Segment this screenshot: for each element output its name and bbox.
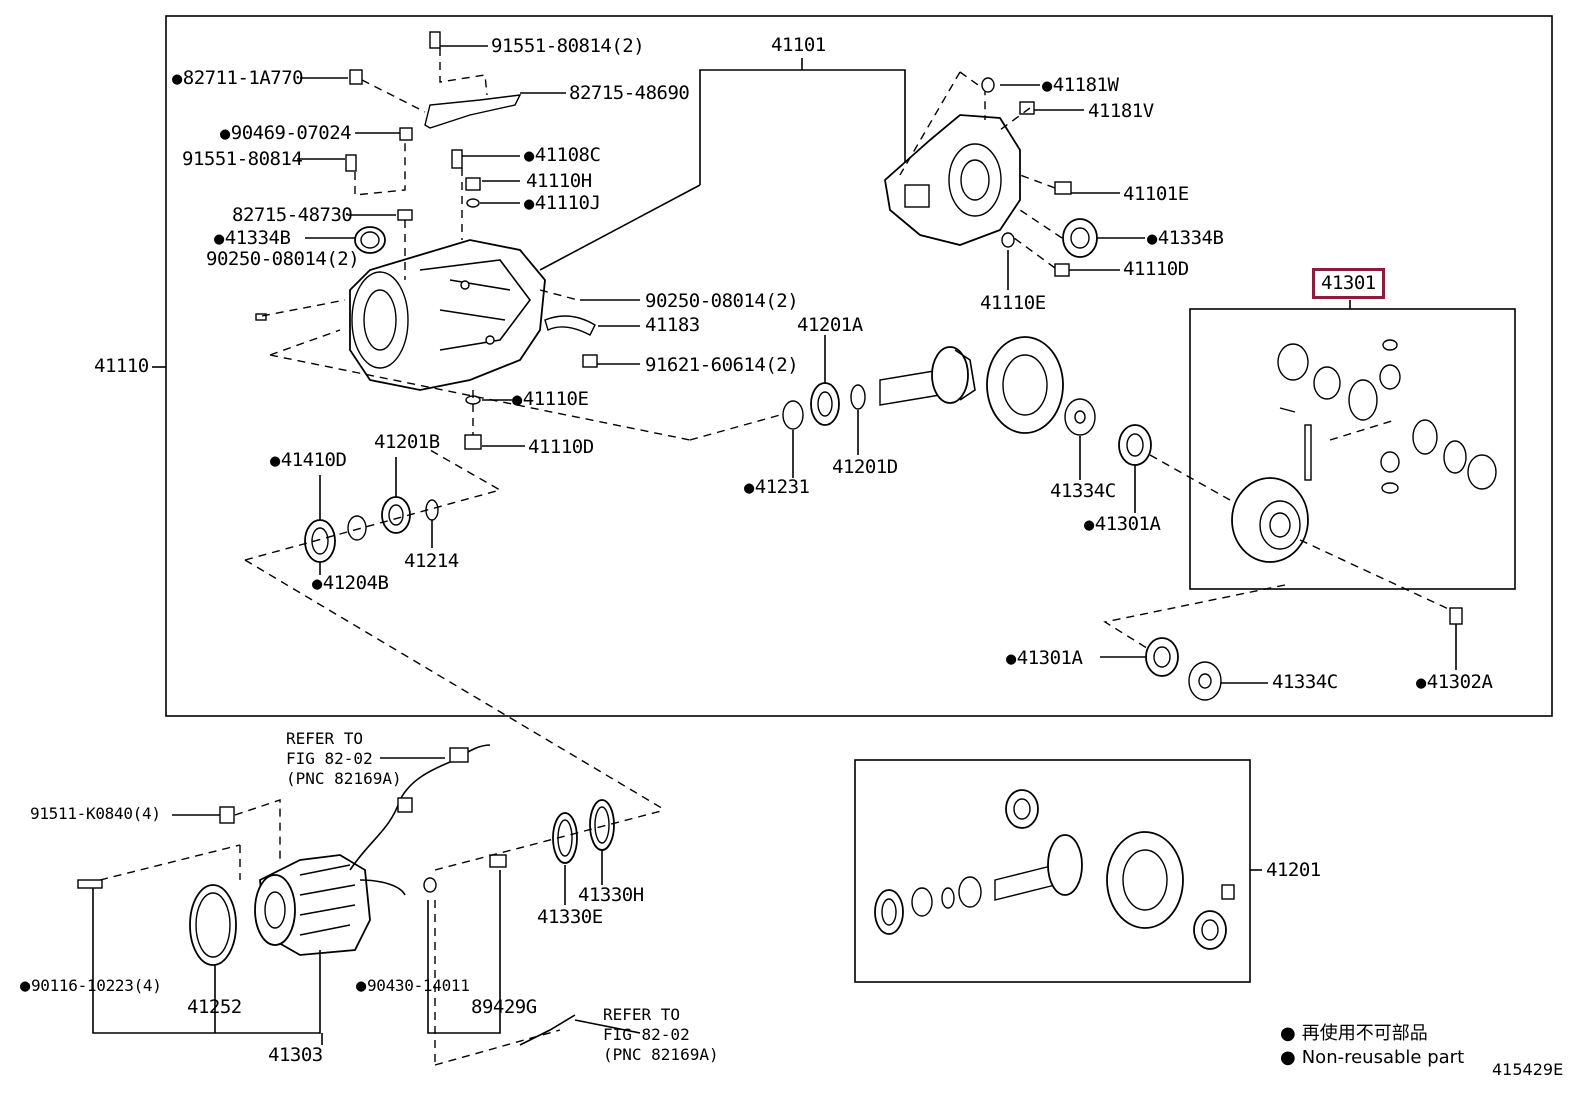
- part-91511-k0840-4[interactable]: 91511-K0840(4): [30, 804, 161, 823]
- drive-pinion-drawing: [879, 346, 976, 406]
- part-41302a[interactable]: 41302A: [1416, 673, 1493, 692]
- part-41201[interactable]: 41201: [1266, 859, 1321, 881]
- diff-case-frame: [1189, 308, 1516, 590]
- part-41301[interactable]: 41301: [1321, 272, 1376, 294]
- part-41252[interactable]: 41252: [187, 996, 242, 1018]
- part-41181w[interactable]: 41181W: [1042, 76, 1119, 95]
- refer-note-top-line3[interactable]: (PNC 82169A): [286, 769, 402, 788]
- part-89429g[interactable]: 89429G: [471, 996, 537, 1018]
- refer-note-top: REFER TO FIG 82-02 (PNC 82169A): [286, 729, 402, 789]
- legend: 再使用不可部品 Non-reusable part: [1280, 1022, 1464, 1070]
- part-41204b[interactable]: 41204B: [312, 574, 389, 593]
- part-82711-1a770[interactable]: 82711-1A770: [172, 69, 304, 88]
- part-41334c-lower[interactable]: 41334C: [1272, 671, 1338, 693]
- part-90250-08014-b[interactable]: 90250-08014(2): [645, 290, 799, 312]
- part-41301a-upper[interactable]: 41301A: [1084, 515, 1161, 534]
- part-82715-48730[interactable]: 82715-48730: [232, 204, 353, 226]
- highlighted-part-box[interactable]: 41301: [1312, 268, 1385, 299]
- part-41330h[interactable]: 41330H: [578, 884, 644, 906]
- legend-line-en: Non-reusable part: [1301, 1047, 1465, 1068]
- refer-note-top-line2: FIG 82-02: [286, 749, 373, 768]
- part-91621-60614-2[interactable]: 91621-60614(2): [645, 354, 799, 376]
- part-90116-10223-4[interactable]: 90116-10223(4): [20, 978, 162, 995]
- part-41303[interactable]: 41303: [268, 1044, 323, 1066]
- part-41110d-right[interactable]: 41110D: [1123, 258, 1189, 280]
- part-90250-08014-a[interactable]: 90250-08014(2): [206, 248, 360, 270]
- part-90430-14011[interactable]: 90430-14011: [356, 978, 470, 995]
- part-91551-80814[interactable]: 91551-80814: [182, 148, 303, 170]
- part-41183[interactable]: 41183: [645, 314, 700, 336]
- part-41110j[interactable]: 41110J: [524, 194, 601, 213]
- part-41110d-left[interactable]: 41110D: [528, 436, 594, 458]
- part-41201b[interactable]: 41201B: [374, 431, 440, 453]
- main-assembly-frame: [165, 15, 1553, 717]
- part-41110e-right[interactable]: 41110E: [980, 292, 1046, 314]
- part-41334b-left[interactable]: 41334B: [214, 229, 291, 248]
- part-90469-07024[interactable]: 90469-07024: [220, 124, 352, 143]
- part-41334c-upper[interactable]: 41334C: [1050, 480, 1116, 502]
- part-41201a[interactable]: 41201A: [797, 314, 863, 336]
- diff-case-body-drawing: [1231, 477, 1309, 563]
- part-41101[interactable]: 41101: [771, 34, 826, 56]
- part-82715-48690[interactable]: 82715-48690: [569, 82, 690, 104]
- part-91551-80814-2[interactable]: 91551-80814(2): [491, 35, 645, 57]
- part-41330e[interactable]: 41330E: [537, 906, 603, 928]
- part-41110e-left[interactable]: 41110E: [512, 390, 589, 409]
- refer-note-bottom-line2: FIG 82-02: [603, 1025, 690, 1044]
- part-41214[interactable]: 41214: [404, 550, 459, 572]
- part-41181v[interactable]: 41181V: [1088, 100, 1154, 122]
- part-41334b-right[interactable]: 41334B: [1147, 229, 1224, 248]
- part-41110[interactable]: 41110: [94, 355, 149, 377]
- part-41108c[interactable]: 41108C: [524, 146, 601, 165]
- carrier-cover-drawing: [884, 114, 1021, 246]
- figure-id: 415429E: [1492, 1060, 1564, 1079]
- refer-note-bottom-line3[interactable]: (PNC 82169A): [603, 1045, 719, 1064]
- carrier-housing-drawing: [349, 239, 546, 391]
- legend-bullet-icon: [1280, 1047, 1302, 1068]
- part-41231[interactable]: 41231: [744, 478, 810, 497]
- part-41410d[interactable]: 41410D: [270, 451, 347, 470]
- refer-note-bottom-line1: REFER TO: [603, 1005, 681, 1024]
- coupling-actuator-drawing: [254, 854, 371, 956]
- part-41201d[interactable]: 41201D: [832, 456, 898, 478]
- refer-note-bottom: REFER TO FIG 82-02 (PNC 82169A): [603, 1005, 719, 1065]
- legend-bullet-icon: [1280, 1023, 1302, 1044]
- part-41110h[interactable]: 41110H: [526, 170, 592, 192]
- part-41301a-lower[interactable]: 41301A: [1006, 649, 1083, 668]
- part-41101e[interactable]: 41101E: [1123, 183, 1189, 205]
- refer-note-top-line1: REFER TO: [286, 729, 364, 748]
- legend-line-jp: 再使用不可部品: [1301, 1023, 1428, 1044]
- ring-gear-kit-frame: [854, 759, 1251, 983]
